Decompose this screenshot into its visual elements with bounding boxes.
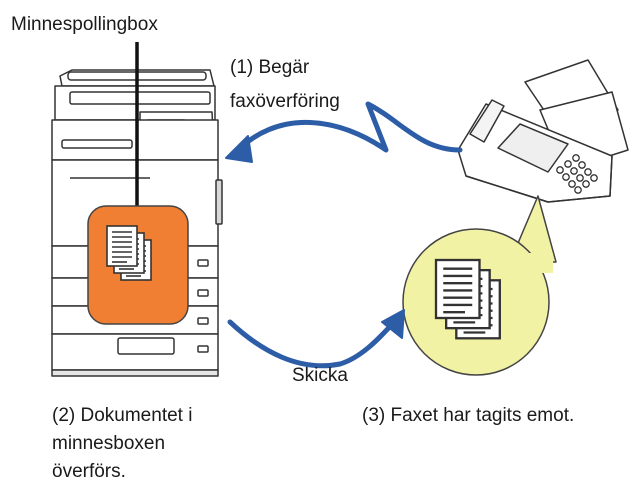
send-arrow (227, 309, 405, 369)
document-stack-icon (436, 260, 500, 338)
request-label-line1: (1) Begär (230, 57, 310, 78)
step2-label-line3: överförs. (52, 461, 126, 482)
request-arrow (225, 101, 463, 163)
memory-box-label: Minnespollingbox (11, 14, 158, 35)
memory-box (87, 205, 189, 325)
received-documents-bubble (402, 228, 553, 376)
step2-label-line1: (2) Dokumentet i (52, 405, 193, 426)
step3-label: (3) Faxet har tagits emot. (362, 405, 575, 426)
document-stack-icon (107, 226, 151, 280)
send-label: Skicka (292, 365, 348, 386)
step2-label-line2: minnesboxen (52, 433, 166, 454)
request-label-line2: faxöverföring (230, 91, 340, 112)
